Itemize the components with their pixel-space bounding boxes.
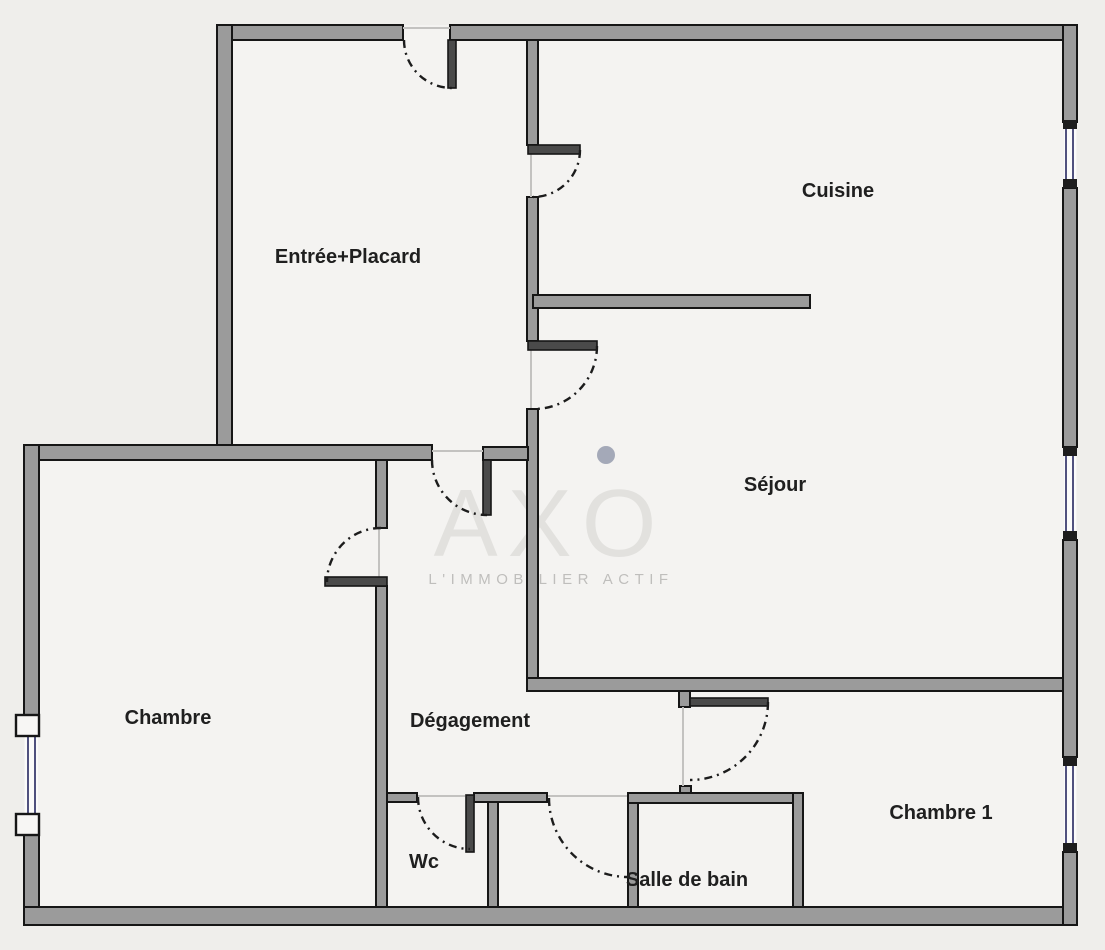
watermark: AXO L'IMMOBILIER ACTIF (428, 446, 673, 588)
wall-sdb-west (627, 802, 639, 908)
windows (14, 120, 1077, 852)
door-leaf-chambre1 (689, 697, 769, 707)
door-openings (378, 27, 684, 797)
room-label-degagement: Dégagement (410, 710, 530, 732)
watermark-logo-text: AXO (434, 470, 667, 577)
window-cap (1063, 447, 1077, 456)
wall-west-upper (23, 444, 40, 717)
wall-degagement-north (482, 446, 529, 461)
wall-wc-north (473, 792, 548, 803)
door-arc-entrance (402, 39, 453, 90)
door-arc-cuisine (532, 149, 582, 199)
door-leaf-degagement (482, 459, 492, 516)
wall-sejour-south (526, 677, 1064, 692)
room-labels: Entrée+Placard Cuisine Séjour Chambre Dé… (125, 180, 993, 891)
door-arc-chambre1 (689, 701, 770, 782)
exterior-walls (23, 24, 1078, 926)
door-leaf-chambre (324, 576, 388, 587)
door-arc-sejour (533, 345, 599, 411)
room-label-cuisine: Cuisine (802, 180, 874, 202)
wall-chambre-degagement-upper (375, 459, 388, 529)
window-cuisine-east (1063, 120, 1077, 188)
wall-chambre1-door-jamb (678, 690, 691, 708)
door-arc-chambre (325, 526, 382, 583)
room-label-sejour: Séjour (744, 474, 806, 496)
wall-chambre-north (23, 444, 433, 461)
wall-top-left (216, 24, 404, 41)
room-label-chambre: Chambre (125, 707, 212, 729)
window-chambre1-east (1063, 757, 1077, 852)
window-cap (1063, 120, 1077, 129)
door-arc-sdb (547, 797, 629, 879)
wall-cuisine-sejour (532, 294, 811, 309)
window-cap (1063, 179, 1077, 188)
window-cap (1063, 843, 1077, 852)
wall-sdb-north (627, 792, 804, 804)
watermark-caption: L'IMMOBILIER ACTIF (428, 571, 673, 588)
door-arc-degagement (430, 459, 488, 517)
wall-entree-west (216, 24, 233, 446)
wall-wc-east (487, 801, 499, 908)
window-chambre-west (14, 713, 41, 837)
room-label-chambre1: Chambre 1 (889, 802, 992, 824)
window-cap (1063, 531, 1077, 540)
wall-wc-north-stub (386, 792, 418, 803)
wall-sdb-east (792, 792, 804, 908)
door-leaf-entrance (447, 39, 457, 89)
door-leaf-cuisine (527, 144, 581, 155)
window-glass-bg (25, 736, 38, 814)
wall-chambre-degagement-lower (375, 585, 388, 908)
wall-east-seg2 (1062, 187, 1078, 448)
door-arc-wc (416, 796, 471, 851)
wall-east-seg3 (1062, 539, 1078, 758)
watermark-dot (597, 446, 615, 464)
room-label-wc: Wc (409, 851, 439, 873)
door-leaf-wc (465, 794, 475, 853)
wall-entree-cuisine (526, 39, 539, 146)
wall-south (23, 906, 1078, 926)
room-label-sdb: Salle de bain (626, 869, 748, 891)
wall-top-right (449, 24, 1078, 41)
window-cap (14, 713, 41, 738)
door-swing-arcs (325, 39, 770, 879)
window-cap (14, 812, 41, 837)
wall-east-seg4 (1062, 851, 1078, 926)
wall-entree-sejour-upper (526, 196, 539, 342)
window-sejour-east (1063, 447, 1077, 540)
window-cap (1063, 757, 1077, 766)
interior-walls (375, 39, 1064, 908)
room-label-entree: Entrée+Placard (275, 246, 421, 268)
door-leaf-sejour (527, 340, 598, 351)
wall-east-seg1 (1062, 24, 1078, 123)
